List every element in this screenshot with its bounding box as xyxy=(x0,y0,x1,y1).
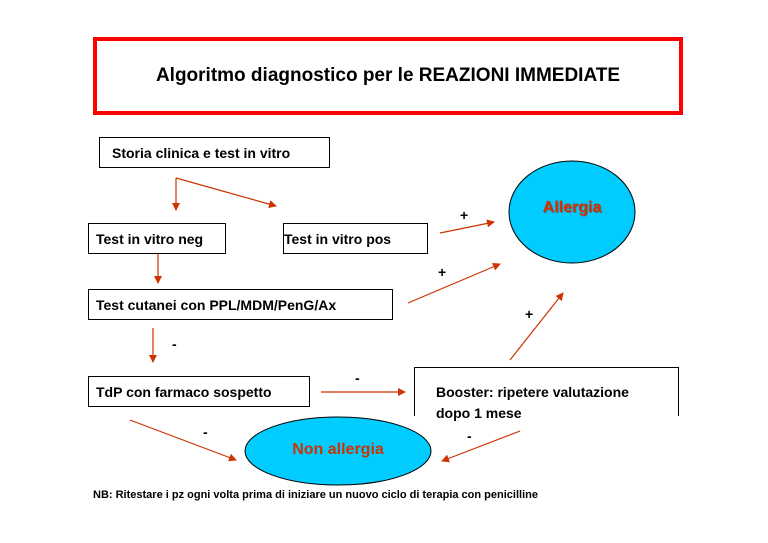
booster-to-non-allergia-arrow xyxy=(441,430,521,463)
storia-clinica-label: Storia clinica e test in vitro xyxy=(112,144,291,161)
fork-diagonal-arrow xyxy=(175,177,277,208)
test-pos-box: Test in vitro pos xyxy=(283,223,428,254)
diagram-title: Algoritmo diagnostico per le REAZIONI IM… xyxy=(155,65,621,86)
allergia-label: Allergia xyxy=(542,199,602,216)
booster-to-allergia-arrow xyxy=(509,292,564,361)
tdp-to-non-allergia-arrow xyxy=(129,419,237,462)
test-cutanei-box: Test cutanei con PPL/MDM/PenG/Ax xyxy=(88,289,393,320)
sign-booster-non-allergia: - xyxy=(467,428,472,444)
sign-cutanei-allergia: + xyxy=(438,264,447,280)
sign-booster-allergia: + xyxy=(525,306,534,322)
booster-box xyxy=(414,367,679,416)
test-cutanei-label: Test cutanei con PPL/MDM/PenG/Ax xyxy=(96,296,337,313)
allergia-ellipse xyxy=(508,160,636,264)
booster-label-line1: Booster: ripetere valutazione xyxy=(436,384,629,400)
sign-cutanei-tdp: - xyxy=(172,336,177,352)
sign-pos-allergia: + xyxy=(460,207,469,223)
cutanei-to-allergia-arrow xyxy=(407,263,501,304)
test-pos-label: Test in vitro pos xyxy=(284,230,392,247)
non-allergia-ellipse xyxy=(244,416,432,486)
test-neg-box: Test in vitro neg xyxy=(88,223,226,254)
title-frame xyxy=(93,37,683,115)
sign-tdp-non-allergia: - xyxy=(203,424,208,440)
tdp-box: TdP con farmaco sospetto xyxy=(88,376,310,407)
non-allergia-label: Non allergia xyxy=(292,441,384,458)
test-neg-label: Test in vitro neg xyxy=(96,230,204,247)
footnote: NB: Ritestare i pz ogni volta prima di i… xyxy=(93,489,538,501)
tdp-label: TdP con farmaco sospetto xyxy=(96,383,272,400)
booster-label-line2: dopo 1 mese xyxy=(436,405,522,421)
sign-tdp-booster: - xyxy=(355,370,360,386)
storia-clinica-box: Storia clinica e test in vitro xyxy=(99,137,330,168)
pos-to-allergia-arrow xyxy=(439,219,495,234)
